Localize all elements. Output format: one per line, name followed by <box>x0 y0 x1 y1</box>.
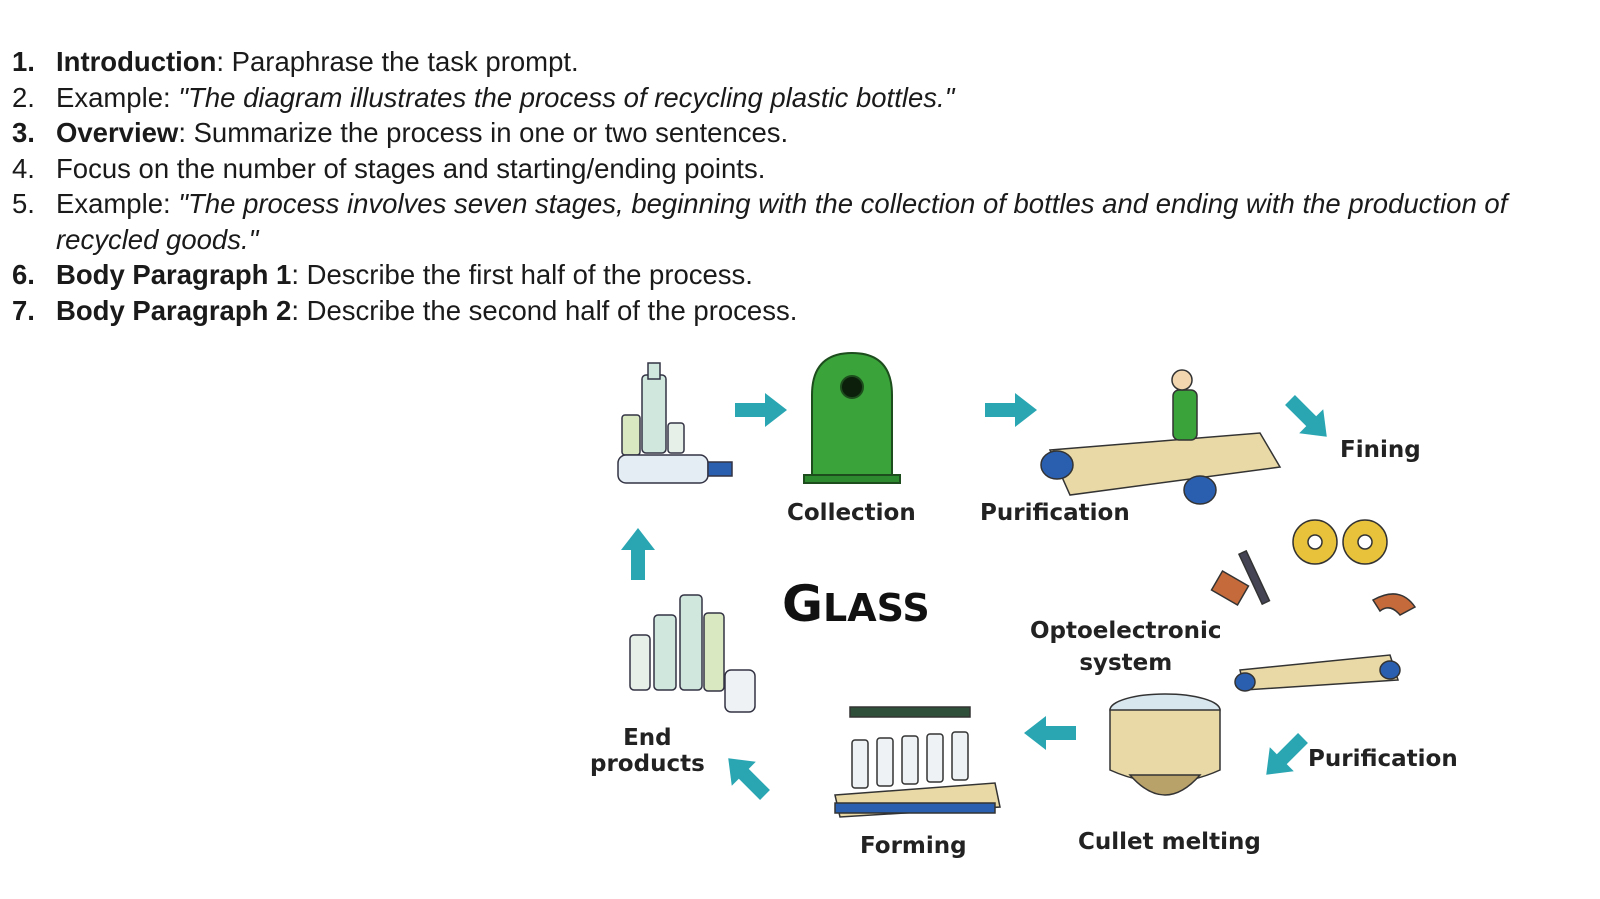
list-italic: "The process involves seven stages, begi… <box>56 188 1508 255</box>
list-text: Focus on the number of stages and starti… <box>56 152 766 184</box>
arrow-icon <box>1024 716 1076 750</box>
list-text: : Paraphrase the task prompt. <box>216 46 579 77</box>
list-item: 6. Body Paragraph 1: Describe the first … <box>12 257 1572 293</box>
list-item: 4. Focus on the number of stages and sta… <box>12 151 1572 187</box>
label-forming: Forming <box>860 833 967 859</box>
bin-icon <box>803 351 901 484</box>
arrow-icon <box>1254 725 1316 787</box>
list-bold: Body Paragraph 2 <box>56 294 292 326</box>
arrow-icon <box>985 393 1037 427</box>
diagram-artwork <box>617 351 1417 818</box>
list-text: Example: <box>56 188 179 219</box>
gears-icon <box>1292 519 1417 616</box>
list-bold: Body Paragraph 1 <box>56 259 292 290</box>
arrow-icon <box>735 393 787 427</box>
label-cullet-melting: Cullet melting <box>1078 829 1261 855</box>
list-number: 7. <box>12 294 35 326</box>
label-purification-right: Purification <box>1308 746 1458 772</box>
bottles-icon <box>617 362 733 484</box>
list-item: 5. Example: "The process involves seven … <box>12 186 1572 257</box>
arrow-icon <box>1277 387 1339 449</box>
optoelectronic-icon <box>1210 549 1401 692</box>
end-products-icon <box>629 594 756 713</box>
list-italic: "The diagram illustrates the process of … <box>178 81 955 113</box>
list-number: 4. <box>12 152 35 184</box>
label-fining: Fining <box>1340 437 1421 463</box>
glass-title: GLASS <box>782 575 930 633</box>
label-optoelectronic: Optoelectronic system <box>1030 618 1222 676</box>
list-item: 2. Example: "The diagram illustrates the… <box>12 80 1572 116</box>
label-collection: Collection <box>787 500 916 526</box>
list-bold: Overview <box>56 117 179 148</box>
list-bold: Introduction <box>56 46 217 77</box>
label-purification-top: Purification <box>980 500 1130 526</box>
list-text: : Summarize the process in one or two se… <box>178 117 789 148</box>
list-number: 5. <box>12 188 35 219</box>
list-number: 1. <box>12 46 35 77</box>
arrow-icon <box>621 528 655 580</box>
list-number: 6. <box>12 259 35 290</box>
list-item: 1. Introduction: Paraphrase the task pro… <box>12 44 1572 80</box>
furnace-icon <box>1109 693 1221 796</box>
instruction-list: 1. Introduction: Paraphrase the task pro… <box>12 44 1572 328</box>
forming-icon <box>834 706 1001 818</box>
conveyor-worker-icon <box>1040 369 1282 505</box>
list-text: Example: <box>56 81 179 113</box>
arrow-icon <box>716 746 778 808</box>
label-end-products: End products <box>590 725 705 777</box>
list-text: : Describe the second half of the proces… <box>291 294 798 326</box>
list-item: 7. Body Paragraph 2: Describe the second… <box>12 293 1572 329</box>
list-number: 3. <box>12 117 35 148</box>
list-text: : Describe the first half of the process… <box>291 259 753 290</box>
list-item: 3. Overview: Summarize the process in on… <box>12 115 1572 151</box>
glass-recycling-diagram: GLASS Collection Purification Fining Opt… <box>590 345 1490 890</box>
list-number: 2. <box>12 81 35 113</box>
